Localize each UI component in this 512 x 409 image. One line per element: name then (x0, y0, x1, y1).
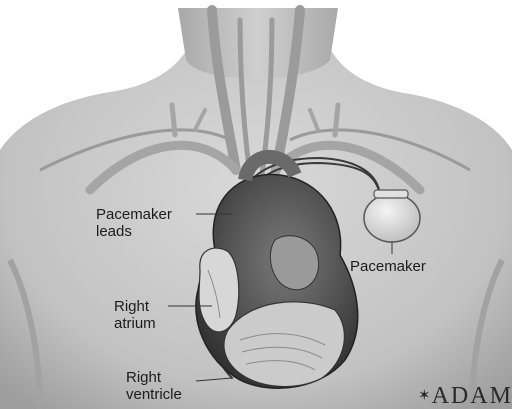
label-right-atrium-line2: atrium (114, 315, 156, 332)
label-right-ventricle-line2: ventricle (126, 386, 182, 403)
label-right-ventricle-line1: Right (126, 369, 182, 386)
adam-logo: ✶ADAM (418, 384, 512, 408)
label-pacemaker-leads-line1: Pacemaker (96, 206, 172, 223)
label-pacemaker: Pacemaker (350, 258, 426, 275)
label-pacemaker-leads: Pacemaker leads (96, 206, 172, 240)
label-right-atrium: Right atrium (114, 298, 156, 332)
adam-logo-text: ADAM (432, 383, 512, 409)
label-right-ventricle: Right ventricle (126, 369, 182, 403)
label-pacemaker-text: Pacemaker (350, 258, 426, 275)
neck-shape (178, 8, 338, 79)
asterisk-star-icon: ✶ (418, 388, 431, 404)
label-pacemaker-leads-line2: leads (96, 223, 172, 240)
label-right-atrium-line1: Right (114, 298, 156, 315)
